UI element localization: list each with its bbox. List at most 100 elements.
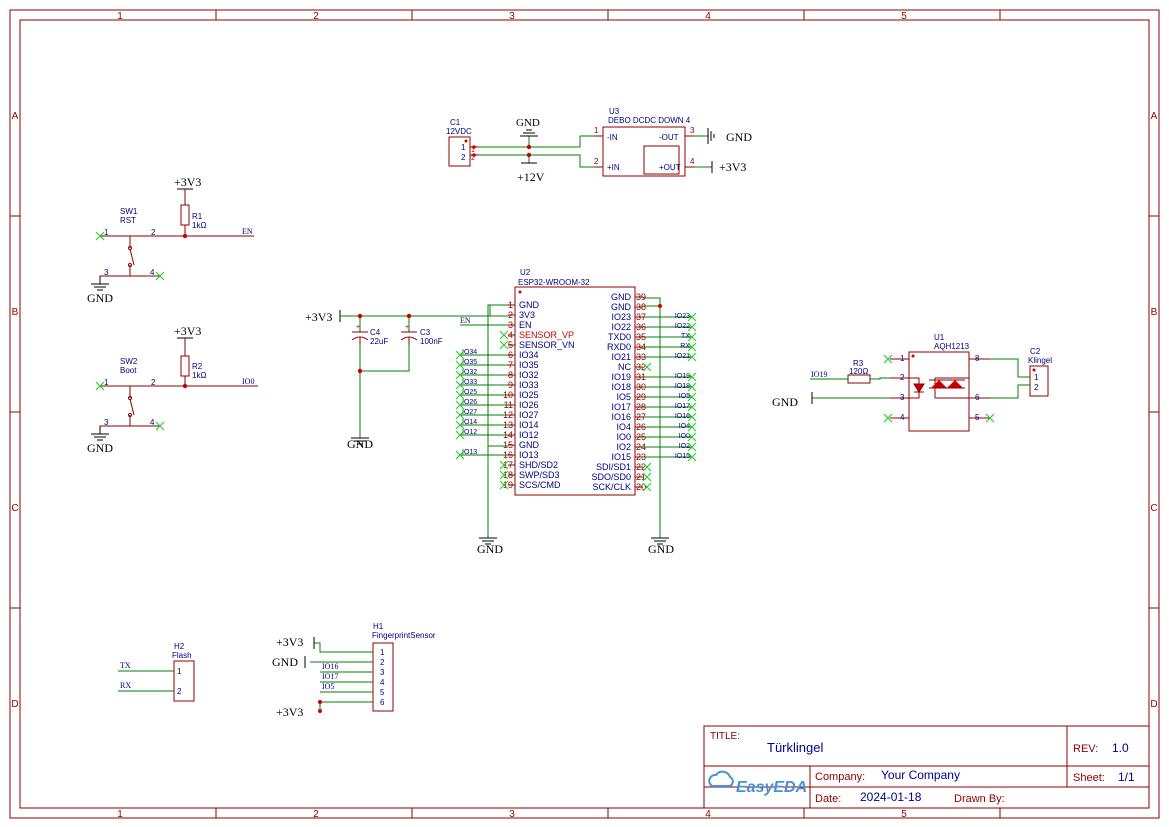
r2-ref: R2 bbox=[192, 362, 203, 371]
gnd-label-u2-right: GND bbox=[648, 542, 674, 556]
u2-pin-name: IO22 bbox=[611, 322, 631, 332]
no-connect-marker bbox=[499, 330, 509, 340]
u2-pin-name: IO14 bbox=[519, 420, 539, 430]
u2-pin-name: IO21 bbox=[611, 352, 631, 362]
sw2-pin-4: 4 bbox=[150, 418, 155, 427]
c1-pin-1: 1 bbox=[461, 143, 466, 152]
u2-net-label: IO23 bbox=[675, 313, 690, 320]
sw1-contact[interactable] bbox=[129, 248, 135, 266]
u2-pin-name: EN bbox=[519, 320, 532, 330]
u2-pin-number: 19 bbox=[503, 480, 513, 490]
r1-body[interactable] bbox=[180, 204, 190, 226]
r1-ref: R1 bbox=[192, 212, 203, 221]
c3-body[interactable] bbox=[400, 330, 418, 345]
u2-net-label: IO32 bbox=[462, 369, 477, 376]
frame-col-4-top: 4 bbox=[705, 11, 711, 22]
fingerprint-header-section: H1 FingerprintSensor 1 2 3 4 5 6 +3V3 GN… bbox=[272, 622, 436, 719]
u2-net-label: IO17 bbox=[675, 403, 690, 410]
easyeda-logo-text: EasyEDA bbox=[736, 779, 807, 796]
u2-ref: U2 bbox=[520, 268, 531, 277]
company-label: Company: bbox=[815, 771, 865, 783]
sw2-contact[interactable] bbox=[129, 398, 135, 416]
v33-label-u3: +3V3 bbox=[719, 160, 746, 174]
h2-pin-1: 1 bbox=[177, 667, 182, 676]
sw1-pin-4: 4 bbox=[150, 268, 155, 277]
r3-value: 120Ω bbox=[849, 367, 868, 376]
net-rx-label-h2: RX bbox=[120, 681, 131, 690]
c2-pin-2: 2 bbox=[1034, 383, 1039, 392]
u2-pin-name: SENSOR_VP bbox=[519, 330, 574, 340]
u2-net-label: IO13 bbox=[462, 449, 477, 456]
drawing-frame: 1 2 3 4 5 1 2 3 4 5 A B C D A B C D bbox=[9, 9, 1160, 820]
v12-label: +12V bbox=[517, 170, 545, 184]
u2-pin-name: IO2 bbox=[616, 442, 631, 452]
u1-ref: U1 bbox=[934, 333, 945, 342]
u2-net-label: IO18 bbox=[675, 383, 690, 390]
net-en-label-sw1: EN bbox=[242, 227, 253, 236]
u2-pin-number: 35 bbox=[636, 332, 646, 342]
u1-body[interactable] bbox=[908, 351, 970, 432]
u2-net-label: IO34 bbox=[462, 349, 477, 356]
net-en-label-u2: EN bbox=[460, 316, 471, 325]
frame-row-a-left: A bbox=[12, 111, 19, 122]
u2-pin-name: GND bbox=[519, 440, 540, 450]
u2-pin-number: 18 bbox=[503, 470, 513, 480]
u2-body[interactable] bbox=[514, 286, 636, 496]
sw1-pin-1: 1 bbox=[104, 228, 109, 237]
r2-value: 1kΩ bbox=[192, 371, 206, 380]
u2-pin-name: SHD/SD2 bbox=[519, 460, 558, 470]
u2-pin-name: NC bbox=[618, 362, 631, 372]
frame-row-d-left: D bbox=[11, 699, 18, 710]
rev-value: 1.0 bbox=[1112, 741, 1129, 755]
u3-pin-name-minus-in: -IN bbox=[607, 133, 618, 142]
c2-connector-body[interactable] bbox=[1029, 365, 1049, 397]
u2-net-label: IO22 bbox=[675, 323, 690, 330]
u2-pin-name: IO12 bbox=[519, 430, 539, 440]
u3-pin-name-plus-out: +OUT bbox=[659, 163, 681, 172]
h1-pin-4: 4 bbox=[380, 678, 385, 687]
r2-body[interactable] bbox=[180, 355, 190, 377]
u2-pin-name: IO32 bbox=[519, 370, 539, 380]
u3-body[interactable] bbox=[602, 126, 686, 177]
u1-value: AQH1213 bbox=[934, 342, 970, 351]
frame-col-5-top: 5 bbox=[901, 11, 907, 22]
sw1-pin-2: 2 bbox=[151, 228, 156, 237]
frame-row-b-left: B bbox=[12, 307, 19, 318]
u2-pin-name: GND bbox=[611, 292, 632, 302]
u2-pin-name: IO34 bbox=[519, 350, 539, 360]
u2-pin-number: 4 bbox=[508, 330, 513, 340]
u3-pin-name-minus-out: -OUT bbox=[659, 133, 679, 142]
u1-pin-2: 2 bbox=[900, 373, 905, 382]
r3-body[interactable] bbox=[847, 374, 871, 384]
u2-net-label: IO25 bbox=[462, 389, 477, 396]
frame-col-4-bottom: 4 bbox=[705, 809, 711, 820]
u2-pin-name: IO26 bbox=[519, 400, 539, 410]
drawn-by-label: Drawn By: bbox=[954, 793, 1005, 805]
u2-pin-number: 15 bbox=[503, 440, 513, 450]
frame-row-a-right: A bbox=[1151, 111, 1158, 122]
frame-col-5-bottom: 5 bbox=[901, 809, 907, 820]
u2-pin-number: 37 bbox=[636, 312, 646, 322]
h2-connector-body[interactable] bbox=[173, 660, 195, 702]
c4-body[interactable] bbox=[351, 330, 369, 345]
gnd-label-u3: GND bbox=[726, 130, 752, 144]
sw1-value: RST bbox=[120, 216, 136, 225]
u2-pin-number: 30 bbox=[636, 382, 646, 392]
svg-text:1: 1 bbox=[471, 147, 475, 154]
u2-pin-name: SWP/SD3 bbox=[519, 470, 560, 480]
h1-pin-6: 6 bbox=[380, 698, 385, 707]
u2-net-label: IO12 bbox=[462, 429, 477, 436]
u2-pin-name: SCS/CMD bbox=[519, 480, 561, 490]
frame-row-d-right: D bbox=[1150, 699, 1157, 710]
c1-connector-body[interactable] bbox=[448, 136, 471, 167]
v33-label-r2: +3V3 bbox=[174, 324, 201, 338]
u3-pin-4: 4 bbox=[690, 157, 695, 166]
h1-value: FingerprintSensor bbox=[372, 631, 436, 640]
h1-connector-body[interactable] bbox=[372, 642, 394, 712]
h2-pin-2: 2 bbox=[177, 687, 182, 696]
u2-net-label: IO16 bbox=[675, 413, 690, 420]
title-value: Türklingel bbox=[767, 740, 823, 755]
